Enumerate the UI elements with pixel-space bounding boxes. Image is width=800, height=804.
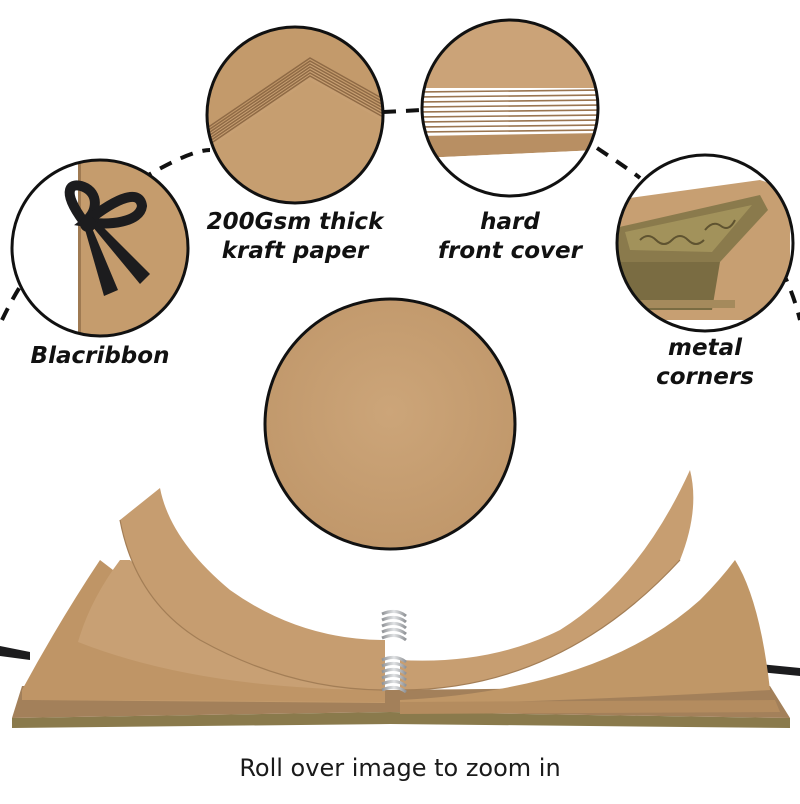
paper-label: 200Gsm thick kraft paper (195, 208, 395, 266)
kraft-texture-circle (263, 297, 517, 551)
zoom-hint-text: Roll over image to zoom in (239, 754, 561, 782)
ribbon-detail-circle (10, 158, 190, 338)
cover-label-line1: hard (480, 209, 540, 235)
cover-label: hard front cover (410, 208, 610, 266)
corners-label-line2: corners (656, 364, 754, 390)
cover-label-line2: front cover (438, 238, 582, 264)
spiral-binding (381, 609, 407, 694)
corners-label: metal corners (640, 334, 770, 392)
hard-cover-detail-circle (420, 18, 600, 198)
paper-label-line2: kraft paper (221, 238, 369, 264)
corners-label-line1: metal (668, 335, 742, 361)
open-album-photo (0, 470, 800, 728)
paper-stack-detail-circle (205, 25, 385, 205)
paper-label-line1: 200Gsm thick (206, 209, 384, 235)
metal-corner-detail-circle (615, 153, 795, 333)
ribbon-label-text: Blacribbon (30, 343, 170, 369)
ribbon-label: Blacribbon (20, 342, 180, 371)
